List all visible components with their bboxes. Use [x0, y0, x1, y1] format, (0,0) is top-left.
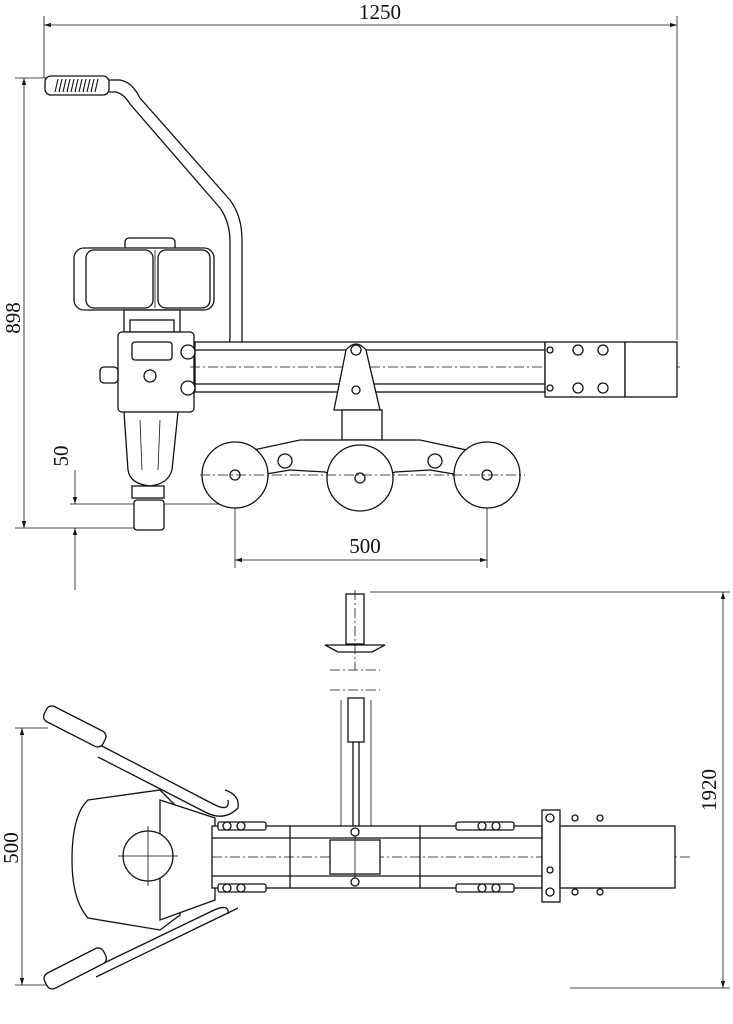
plan-wheels: [217, 821, 515, 893]
handle-grip: [44, 75, 110, 96]
main-beam: [190, 341, 680, 398]
plan-view: 1920 500: [0, 590, 730, 990]
dimension-1920: 1920: [370, 591, 730, 989]
dimension-label-898: 898: [1, 302, 25, 334]
plan-handle-bars: [42, 705, 239, 990]
plan-end-block: [541, 809, 676, 903]
dimension-500-wheels: 500: [234, 480, 488, 568]
side-view: 1250 898 50 500: [1, 0, 680, 590]
dimension-label-1250: 1250: [359, 0, 401, 24]
dimension-label-50: 50: [49, 446, 73, 467]
mast: [324, 590, 386, 830]
dimension-1250: 1250: [43, 0, 678, 340]
gearbox: [99, 309, 196, 531]
plan-engine: [71, 789, 216, 931]
wheels-side: [200, 441, 525, 512]
beam-bolts: [546, 344, 609, 394]
dimension-500-plan: 500: [0, 727, 48, 986]
dimension-label-500-plan: 500: [0, 832, 23, 864]
engine: [73, 237, 215, 311]
pivot-bracket: [333, 343, 383, 441]
dimension-label-500-wheels: 500: [349, 534, 381, 558]
dimension-898: 898: [1, 77, 135, 529]
dimension-label-1920: 1920: [697, 769, 721, 811]
